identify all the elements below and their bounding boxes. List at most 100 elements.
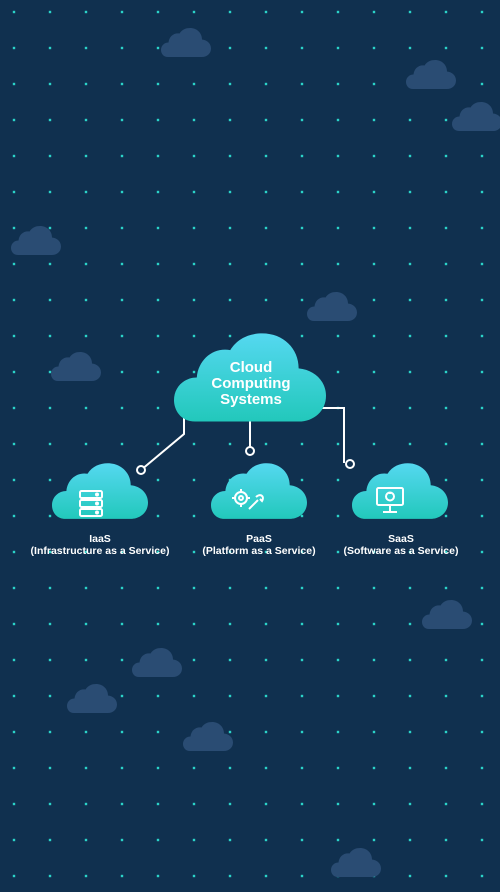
connector-nodes (136, 446, 355, 475)
server-icon (79, 490, 103, 517)
grid-dot (156, 514, 160, 518)
grid-dot (192, 586, 196, 590)
grid-dot (120, 838, 124, 842)
background-cloud (51, 352, 101, 381)
grid-dot (300, 478, 304, 482)
grid-dot (444, 586, 448, 590)
grid-dot (156, 730, 160, 734)
grid-dot (120, 262, 124, 266)
grid-dot (156, 370, 160, 374)
grid-dot (264, 694, 268, 698)
grid-dot (408, 298, 412, 302)
connector-node (245, 446, 255, 456)
grid-dot (12, 10, 16, 14)
grid-dot (12, 766, 16, 770)
grid-dot (300, 550, 304, 554)
grid-dot (48, 298, 52, 302)
grid-dot (480, 46, 484, 50)
grid-dot (372, 262, 376, 266)
grid-dot (300, 622, 304, 626)
grid-dot (12, 550, 16, 554)
saas-name: SaaS (388, 533, 414, 545)
grid-dot (12, 370, 16, 374)
grid-dot (12, 82, 16, 86)
grid-dot (444, 262, 448, 266)
grid-dot (264, 46, 268, 50)
saas-label: SaaS (Software as a Service) (316, 533, 486, 557)
grid-dot (12, 694, 16, 698)
grid-dot (192, 838, 196, 842)
grid-dot (48, 46, 52, 50)
grid-dot (480, 226, 484, 230)
grid-dot (12, 334, 16, 338)
grid-dot (12, 514, 16, 518)
grid-dot (48, 550, 52, 554)
grid-dot (12, 118, 16, 122)
grid-dot (372, 10, 376, 14)
grid-dot (48, 82, 52, 86)
grid-dot (192, 874, 196, 878)
grid-dot (408, 226, 412, 230)
grid-dot (156, 622, 160, 626)
connector-node (345, 459, 355, 469)
grid-dot (444, 334, 448, 338)
grid-dot (372, 730, 376, 734)
dot-grid (12, 10, 484, 878)
background-cloud (67, 684, 117, 713)
grid-dot (480, 478, 484, 482)
title-line-2: Computing (211, 375, 291, 392)
grid-dot (192, 622, 196, 626)
grid-dot (444, 10, 448, 14)
iaas-description: (Infrastructure as a Service) (30, 545, 170, 557)
grid-dot (336, 658, 340, 662)
grid-dot (480, 82, 484, 86)
grid-dot (372, 370, 376, 374)
title-line-1: Cloud (229, 359, 273, 376)
grid-dot (156, 694, 160, 698)
grid-dot (408, 658, 412, 662)
background-cloud (406, 60, 456, 89)
grid-dot (48, 874, 52, 878)
grid-dot (372, 406, 376, 410)
grid-dot (12, 298, 16, 302)
grid-dot (48, 370, 52, 374)
grid-dot (48, 694, 52, 698)
grid-dot (480, 658, 484, 662)
grid-dot (84, 226, 88, 230)
connector-node (136, 465, 146, 475)
grid-dot (228, 118, 232, 122)
grid-dot (336, 334, 340, 338)
grid-dot (84, 298, 88, 302)
grid-dot (192, 514, 196, 518)
grid-dot (228, 190, 232, 194)
grid-dot (444, 802, 448, 806)
grid-dot (444, 226, 448, 230)
grid-dot (84, 730, 88, 734)
grid-dot (372, 118, 376, 122)
grid-dot (480, 586, 484, 590)
grid-dot (444, 478, 448, 482)
grid-dot (228, 334, 232, 338)
grid-dot (480, 154, 484, 158)
grid-dot (372, 550, 376, 554)
grid-dot (84, 10, 88, 14)
grid-dot (480, 262, 484, 266)
grid-dot (192, 370, 196, 374)
grid-dot (300, 586, 304, 590)
grid-dot (48, 118, 52, 122)
grid-dot (228, 154, 232, 158)
grid-dot (372, 46, 376, 50)
grid-dot (372, 694, 376, 698)
grid-dot (336, 190, 340, 194)
grid-dot (228, 82, 232, 86)
grid-dot (444, 118, 448, 122)
grid-dot (408, 190, 412, 194)
grid-dot (192, 442, 196, 446)
grid-dot (228, 262, 232, 266)
grid-dot (156, 118, 160, 122)
grid-dot (84, 118, 88, 122)
grid-dot (156, 298, 160, 302)
grid-dot (84, 442, 88, 446)
paas-description: (Platform as a Service) (202, 545, 316, 557)
grid-dot (300, 334, 304, 338)
